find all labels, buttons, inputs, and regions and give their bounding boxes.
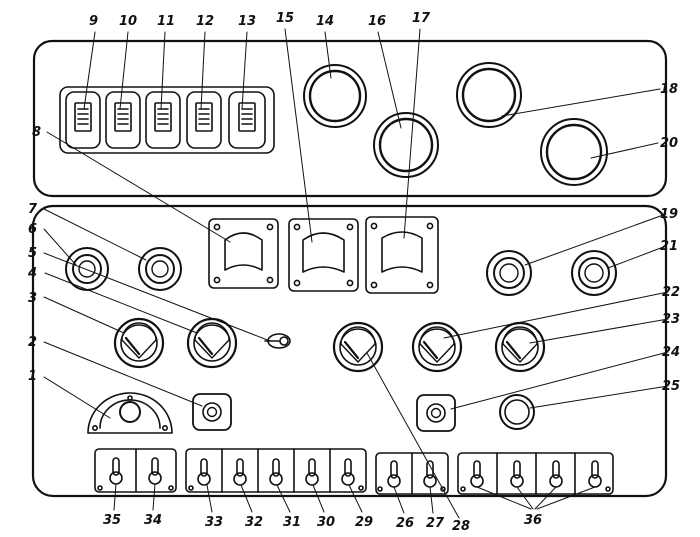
dial-gauge-3 — [113, 317, 165, 369]
callout-3: 3 — [28, 291, 37, 306]
callout-14: 14 — [316, 14, 334, 29]
callout-12: 12 — [196, 14, 214, 29]
callout-36: 36 — [524, 513, 542, 528]
callout-24: 24 — [662, 345, 680, 360]
lower-panel — [31, 204, 668, 498]
gauge-16 — [373, 112, 439, 178]
callout-15: 15 — [276, 11, 294, 26]
callout-1: 1 — [28, 369, 37, 384]
callout-20: 20 — [660, 136, 678, 151]
indicator-lamp-9 — [65, 91, 101, 149]
toggle-switch-34 — [148, 457, 174, 491]
toggle-switch-31 — [269, 458, 283, 486]
toggle-switch-32 — [233, 458, 247, 486]
callout-4: 4 — [27, 266, 37, 281]
callout-13: 13 — [238, 14, 256, 29]
rheostat-1 — [87, 392, 173, 434]
callout-32: 32 — [245, 515, 263, 530]
toggle-switch-36b — [510, 460, 524, 488]
indicator-lamp-10 — [105, 91, 141, 149]
callout-8: 8 — [32, 125, 41, 140]
toggle-switch-30 — [305, 458, 319, 486]
callout-23: 23 — [662, 312, 680, 327]
callout-11: 11 — [157, 14, 175, 29]
toggle-switch-29 — [341, 458, 364, 491]
callout-35: 35 — [103, 513, 121, 528]
callout-25: 25 — [662, 379, 680, 394]
callout-19: 19 — [660, 207, 678, 222]
callout-22: 22 — [662, 285, 680, 300]
indicator-lamp-13 — [228, 91, 266, 149]
toggle-switch-33 — [188, 458, 211, 491]
upper-panel — [32, 39, 668, 198]
button-25 — [499, 394, 535, 430]
dial-gauge-23 — [494, 321, 546, 373]
callout-10: 10 — [119, 14, 137, 29]
indicator-lamp-12 — [186, 91, 222, 149]
toggle-switch-36d — [588, 460, 611, 492]
push-button-2 — [192, 393, 232, 431]
callout-33: 33 — [205, 515, 223, 530]
toggle-switch-36c — [549, 460, 563, 488]
square-instrument-8 — [208, 218, 279, 289]
callout-29: 29 — [355, 515, 373, 530]
callout-6: 6 — [28, 222, 37, 237]
callout-27: 27 — [426, 516, 445, 531]
lamp-21 — [571, 250, 617, 296]
callout-17: 17 — [412, 11, 431, 26]
gauge-18 — [456, 62, 522, 128]
lamp-7 — [138, 247, 182, 291]
dial-gauge-22 — [411, 321, 463, 373]
gauge-20 — [540, 118, 608, 186]
callout-5: 5 — [28, 246, 37, 261]
leader-lines — [43, 28, 669, 519]
indicator-lamp-group — [59, 86, 275, 154]
indicator-lamp-11 — [145, 91, 181, 149]
switch-plate-29-33 — [185, 448, 367, 493]
callout-21: 21 — [660, 239, 678, 254]
toggle-switch-26 — [377, 460, 401, 492]
callout-9: 9 — [89, 14, 98, 29]
callout-16: 16 — [368, 14, 386, 29]
callout-18: 18 — [660, 82, 678, 97]
callout-34: 34 — [144, 513, 162, 528]
lamp-19 — [486, 250, 532, 296]
small-toggle-5 — [264, 333, 291, 349]
toggle-switch-36a — [460, 460, 484, 492]
callout-2: 2 — [28, 335, 37, 350]
callout-28: 28 — [452, 519, 470, 534]
gauge-14 — [303, 64, 367, 128]
callout-31: 31 — [283, 515, 301, 530]
dial-gauge-28 — [332, 321, 384, 373]
square-instrument-17 — [365, 216, 439, 294]
push-button-24 — [416, 394, 456, 432]
callout-7: 7 — [28, 202, 38, 217]
callout-labels: 1 2 3 4 5 6 7 8 9 10 11 12 13 14 15 16 1… — [27, 11, 680, 534]
dial-gauge-4 — [186, 317, 238, 369]
square-instrument-15 — [288, 218, 359, 292]
callout-26: 26 — [396, 516, 414, 531]
toggle-switch-35 — [97, 457, 123, 491]
callout-30: 30 — [317, 515, 335, 530]
